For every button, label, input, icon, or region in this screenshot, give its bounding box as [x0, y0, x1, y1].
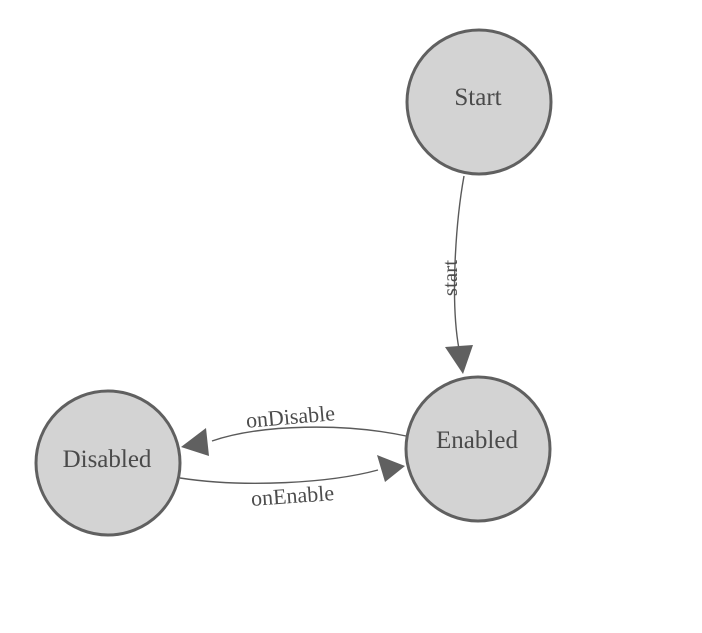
state-node-disabled: Disabled: [34, 389, 182, 537]
state-circle: [404, 375, 552, 523]
arrowhead-icon: [377, 455, 405, 482]
arrowhead-icon: [181, 428, 209, 456]
edge-enabled-to-disabled: onDisable: [181, 400, 407, 456]
state-label-enabled: Enabled: [436, 427, 518, 454]
state-circle: [405, 28, 553, 176]
state-label-disabled: Disabled: [63, 446, 152, 473]
state-node-start: Start: [405, 28, 553, 176]
state-label-start: Start: [454, 84, 501, 111]
edge-label-ondisable: onDisable: [245, 400, 336, 433]
edge-disabled-to-enabled: onEnable: [179, 455, 405, 511]
state-circle: [34, 389, 182, 537]
state-node-enabled: Enabled: [404, 375, 552, 523]
edge-label-onenable: onEnable: [250, 480, 335, 511]
edge-line: [453, 175, 465, 350]
edge-label-start: start: [438, 260, 462, 296]
edge-line: [179, 469, 379, 484]
arrowhead-icon: [445, 345, 473, 374]
edge-line: [211, 426, 407, 442]
edge-start-to-enabled: start: [438, 175, 473, 374]
